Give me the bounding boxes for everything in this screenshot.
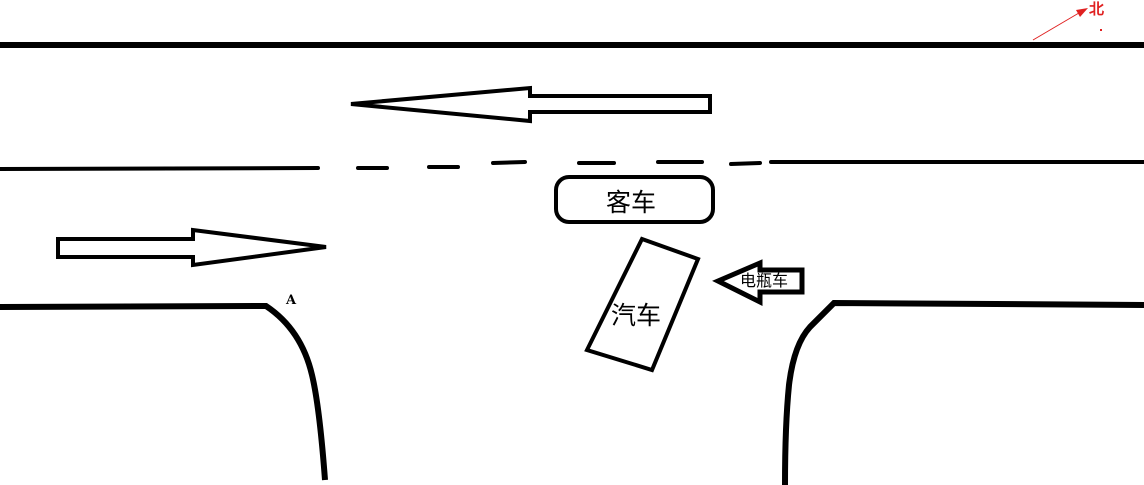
bus-label: 客车 <box>606 188 657 217</box>
center-line <box>0 160 1144 171</box>
eastbound-arrow-icon <box>56 227 327 268</box>
car-shape <box>584 236 701 373</box>
ebike-arrow-icon <box>712 259 805 307</box>
ebike-label: 电瓶车 <box>740 271 789 290</box>
north-arrow-icon <box>1032 8 1102 41</box>
point-a-label: A <box>286 293 297 308</box>
westbound-arrow-icon <box>350 85 712 124</box>
bus-shape <box>554 175 715 224</box>
southwest-curb <box>0 302 328 481</box>
car-label: 汽车 <box>611 301 662 330</box>
southeast-curb <box>782 299 1144 485</box>
north-label: 北 <box>1089 0 1105 18</box>
